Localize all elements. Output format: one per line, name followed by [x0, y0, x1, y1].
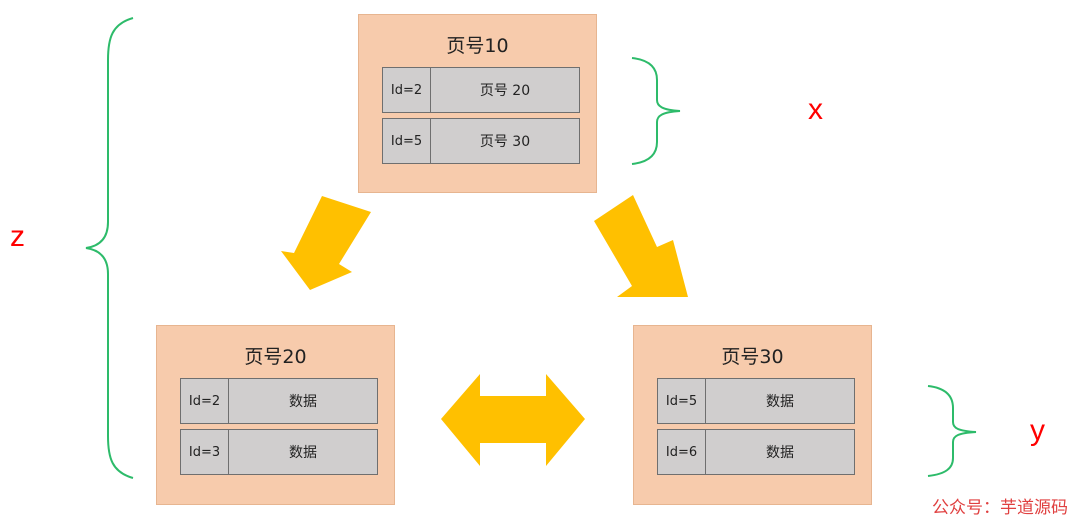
label-x: x — [808, 93, 823, 126]
page-30-row: Id=5 数据 — [657, 378, 855, 424]
row-value-cell: 数据 — [289, 445, 317, 461]
page-20: 页号20 Id=2 数据 Id=3 数据 — [156, 325, 395, 505]
row-value-cell: 数据 — [766, 445, 794, 461]
page-30-rows: Id=5 数据 Id=6 数据 — [657, 378, 855, 480]
page-20-rows: Id=2 数据 Id=3 数据 — [180, 378, 378, 480]
row-id-cell: Id=2 — [383, 68, 431, 112]
x-brace — [631, 57, 681, 165]
page-10: 页号10 Id=2 页号 20 Id=5 页号 30 — [358, 14, 597, 193]
arrow-to-page30 — [594, 195, 688, 297]
page-30-row: Id=6 数据 — [657, 429, 855, 475]
row-id-cell: Id=6 — [658, 430, 706, 474]
page-10-row: Id=5 页号 30 — [382, 118, 580, 164]
watermark-text: 公众号：芋道源码 — [932, 498, 1068, 518]
arrow-to-page20 — [281, 196, 371, 290]
row-id-cell: Id=2 — [181, 379, 229, 423]
page-10-rows: Id=2 页号 20 Id=5 页号 30 — [382, 67, 580, 169]
row-id-cell: Id=5 — [383, 119, 431, 163]
row-value-cell: 页号 30 — [479, 134, 531, 150]
label-z: z — [10, 220, 25, 253]
row-id-cell: Id=5 — [658, 379, 706, 423]
page-20-row: Id=3 数据 — [180, 429, 378, 475]
label-y: y — [1030, 414, 1045, 447]
page-30-title: 页号30 — [721, 346, 784, 368]
z-brace — [85, 17, 134, 479]
page-10-row: Id=2 页号 20 — [382, 67, 580, 113]
page-20-title: 页号20 — [244, 346, 307, 368]
sibling-double-arrow — [441, 374, 585, 466]
page-10-title: 页号10 — [446, 35, 509, 57]
row-value-cell: 数据 — [766, 394, 794, 410]
page-30: 页号30 Id=5 数据 Id=6 数据 — [633, 325, 872, 505]
page-20-row: Id=2 数据 — [180, 378, 378, 424]
y-brace — [927, 385, 977, 477]
row-value-cell: 页号 20 — [479, 83, 531, 99]
row-value-cell: 数据 — [289, 394, 317, 410]
row-id-cell: Id=3 — [181, 430, 229, 474]
